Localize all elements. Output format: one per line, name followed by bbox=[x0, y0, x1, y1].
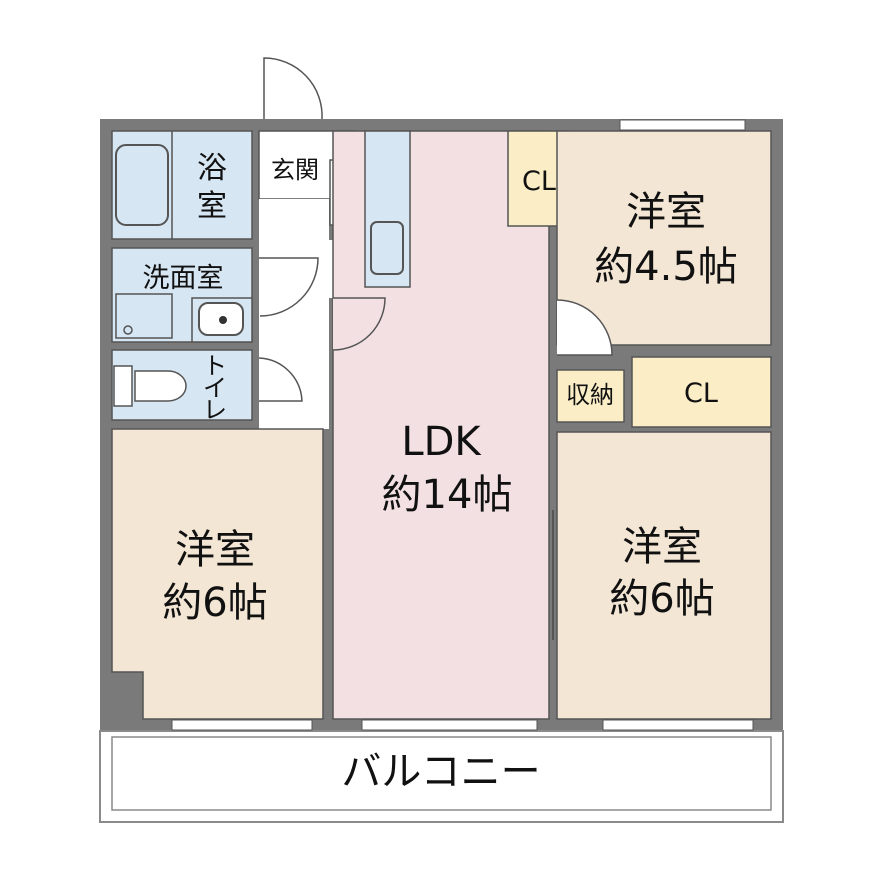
sink-drain-icon bbox=[219, 316, 227, 324]
ldk-door-swing-icon bbox=[332, 297, 386, 351]
ne-closet-label: CL bbox=[522, 166, 556, 197]
toilet-tank-icon bbox=[113, 365, 133, 407]
toilet-door-swing-icon bbox=[258, 357, 303, 402]
bathtub-icon bbox=[115, 144, 169, 226]
toilet-bowl-icon bbox=[134, 370, 187, 402]
balcony-inner-line bbox=[111, 736, 772, 811]
hallway-floor bbox=[259, 199, 329, 429]
se-room-floor bbox=[556, 431, 772, 720]
balcony-area bbox=[99, 730, 784, 823]
ldk-size: 約14帖 bbox=[382, 472, 513, 518]
bath-label-1: 浴 bbox=[197, 151, 227, 186]
toilet-label-1: ト bbox=[203, 352, 227, 380]
window-south-ldk bbox=[361, 719, 538, 731]
ldk-name: LDK bbox=[401, 419, 482, 465]
storage-label: 収納 bbox=[566, 381, 614, 409]
bath-label-2: 室 bbox=[197, 189, 227, 224]
front-door-swing-icon bbox=[263, 57, 323, 120]
balcony-label: バルコニー bbox=[341, 749, 540, 795]
window-south-east bbox=[602, 719, 754, 731]
kitchen-sink-icon bbox=[370, 221, 404, 275]
se-closet-floor bbox=[631, 356, 772, 428]
ne-room-name: 洋室 bbox=[626, 189, 706, 235]
ne-room-door-swing-icon bbox=[556, 299, 613, 356]
washroom-label: 洗面室 bbox=[143, 263, 224, 294]
toilet-label-3: レ bbox=[203, 396, 227, 424]
se-closet-label: CL bbox=[684, 378, 718, 409]
toilet-label-2: イ bbox=[203, 374, 227, 402]
washing-machine-icon bbox=[115, 293, 173, 339]
window-north bbox=[619, 119, 746, 131]
west-room-name: 洋室 bbox=[175, 527, 255, 573]
se-room-name: 洋室 bbox=[622, 524, 702, 570]
west-room-floor bbox=[111, 428, 324, 720]
window-south-west bbox=[171, 719, 313, 731]
entrance-label: 玄関 bbox=[271, 156, 319, 184]
west-room-size: 約6帖 bbox=[162, 580, 267, 626]
drain-icon bbox=[123, 325, 133, 335]
ne-room-size: 約4.5帖 bbox=[594, 244, 738, 290]
washroom-door-swing-icon bbox=[259, 257, 319, 317]
storage-floor bbox=[556, 369, 625, 423]
se-room-size: 約6帖 bbox=[609, 576, 714, 622]
ne-room-floor bbox=[556, 130, 772, 346]
